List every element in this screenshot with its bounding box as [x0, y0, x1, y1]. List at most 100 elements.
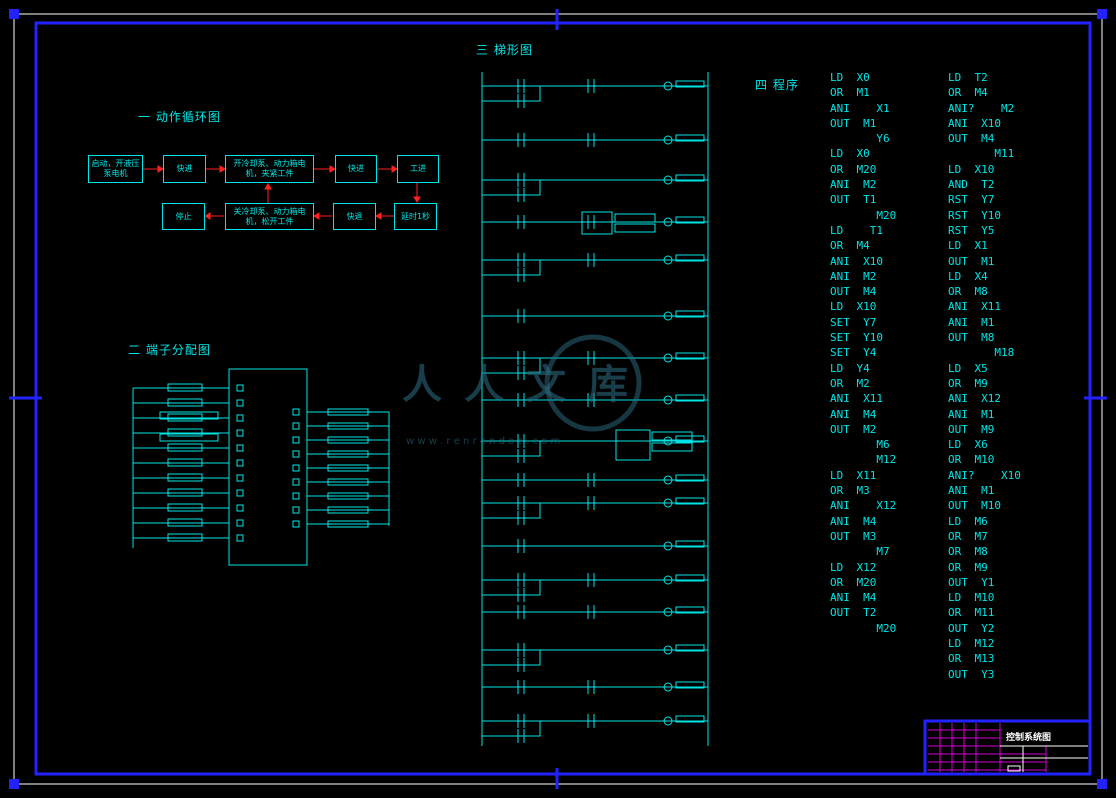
program-line: ANI M2: [830, 178, 877, 192]
program-line: OR M2: [830, 376, 870, 390]
program-line: SET Y10: [830, 331, 883, 345]
coil-label-box: [675, 681, 705, 689]
program-line: ANI? M2: [948, 101, 1015, 115]
coil-label-box: [675, 497, 705, 505]
program-line: LD M6: [948, 514, 988, 528]
program-line: LD X10: [830, 300, 877, 314]
program-line: ANI M4: [830, 591, 877, 605]
program-line: LD X0: [830, 71, 870, 84]
terminal-pin: [236, 429, 244, 437]
program-line: OR M8: [948, 545, 988, 559]
program-line: LD X5: [948, 361, 988, 375]
program-line: OUT Y1: [948, 575, 995, 589]
corner-mark: [1097, 779, 1107, 789]
program-line: OR M20: [830, 575, 877, 589]
program-line: LD M10: [948, 591, 995, 605]
terminal-pin: [236, 474, 244, 482]
terminal-pin: [236, 459, 244, 467]
input-device: [167, 383, 203, 392]
program-line: RST Y10: [948, 208, 1001, 222]
program-line: OUT Y2: [948, 621, 995, 635]
output-coil: [663, 541, 673, 551]
coil-label-box: [675, 216, 705, 224]
coil-label-box: [675, 474, 705, 482]
output-coil: [663, 575, 673, 585]
output-device: [327, 408, 369, 416]
program-line: OR M10: [948, 453, 995, 467]
program-line: SET Y7: [830, 315, 877, 329]
section-title-program: 四 程序: [755, 78, 799, 92]
input-device: [167, 473, 203, 482]
terminal-pin: [236, 384, 244, 392]
input-device: [167, 413, 203, 422]
corner-mark: [9, 779, 19, 789]
input-device: [159, 411, 219, 420]
flow-arrows: [143, 165, 421, 220]
program-line: ANI M1: [948, 407, 995, 421]
output-coil: [663, 81, 673, 91]
timer-block: [615, 429, 651, 461]
program-line: OUT M10: [948, 499, 1001, 513]
program-line: ANI M4: [830, 407, 877, 421]
output-device: [327, 520, 369, 528]
program-line: ANI X12: [830, 499, 897, 513]
program-line: LD X6: [948, 438, 988, 452]
program-line: LD T2: [948, 71, 988, 84]
corner-mark: [9, 9, 19, 19]
coil-label-box: [675, 310, 705, 318]
parallel-branch: [482, 441, 541, 457]
program-line: OUT M1: [948, 254, 995, 268]
program-line: OR M9: [948, 560, 988, 574]
parallel-branch: [482, 260, 541, 276]
terminal-pin: [292, 422, 300, 430]
terminal-pin: [292, 478, 300, 486]
flow-box-rapid-return: 快退: [333, 203, 376, 230]
flow-box-stop: 停止: [162, 203, 205, 230]
program-line: OR M4: [830, 239, 870, 253]
program-line: ANI M1: [948, 484, 995, 498]
output-coil: [663, 353, 673, 363]
input-device: [167, 533, 203, 542]
program-line: OUT T1: [830, 193, 877, 207]
coil-label-box: [675, 80, 705, 88]
program-line: OR M4: [948, 86, 988, 100]
watermark-text: 人人文库: [402, 362, 650, 408]
terminal-pin: [292, 506, 300, 514]
program-line: SET Y4: [830, 346, 877, 360]
output-device: [327, 464, 369, 472]
input-device: [167, 503, 203, 512]
output-coil: [663, 716, 673, 726]
output-device: [327, 422, 369, 430]
title-block-title: 控制系统图: [1006, 733, 1052, 743]
corner-mark: [1097, 9, 1107, 19]
output-coil: [663, 217, 673, 227]
terminal-pin: [236, 444, 244, 452]
timer-block: [581, 211, 613, 235]
program-line: ANI? X10: [948, 468, 1021, 482]
input-device: [167, 488, 203, 497]
program-line: M12: [830, 453, 897, 467]
output-coil: [663, 311, 673, 321]
program-line: M11: [948, 147, 1015, 161]
program-line: OUT M4: [830, 285, 877, 299]
output-device: [327, 492, 369, 500]
output-coil: [663, 498, 673, 508]
program-line: LD M12: [948, 636, 995, 650]
program-line: LD X10: [948, 162, 995, 176]
parallel-branch: [482, 580, 541, 596]
terminal-diagram: [132, 368, 390, 566]
flow-box-stop-coolant-release: 关冷却泵、动力箱电机，松开工件: [225, 203, 314, 230]
program-line: LD X12: [830, 560, 877, 574]
terminal-pin: [236, 414, 244, 422]
program-line: OR M9: [948, 376, 988, 390]
output-coil: [663, 175, 673, 185]
watermark-logo: [544, 334, 642, 432]
timer-block: [651, 442, 693, 452]
terminal-pin: [292, 436, 300, 444]
parallel-branch: [482, 503, 541, 519]
input-device: [159, 433, 219, 442]
program-line: OR M7: [948, 529, 988, 543]
program-line: ANI X12: [948, 392, 1001, 406]
program-line: OUT M8: [948, 331, 995, 345]
